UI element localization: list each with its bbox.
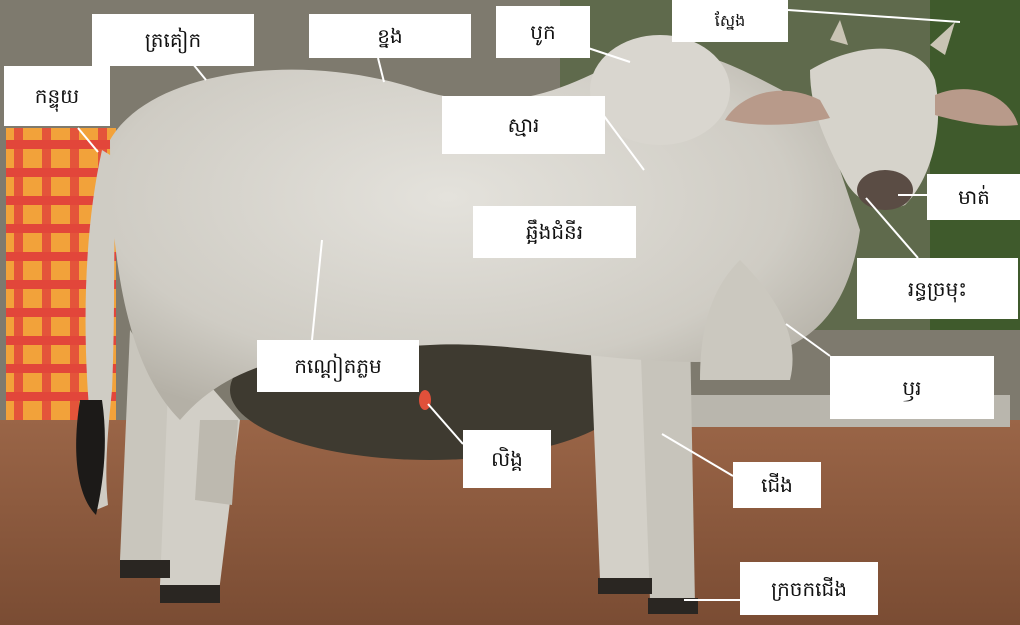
label-back: ខ្នង: [309, 14, 471, 58]
label-eye: មាត់: [927, 174, 1020, 220]
label-hump: បូក: [496, 6, 590, 58]
label-genital: លិង្គ: [463, 430, 551, 488]
label-dewlap: ឫរ: [830, 356, 994, 419]
label-flank: កណ្តៀតភ្លម: [257, 340, 419, 392]
label-tail: កន្ទុយ: [4, 66, 110, 126]
label-ribs: ឆ្អឹងជំនីរ: [473, 206, 636, 258]
label-hip: ត្រគៀក: [92, 14, 254, 66]
label-hoof: ក្រចកជើង: [740, 562, 878, 615]
label-leg: ជើង: [733, 462, 821, 508]
label-horn: ស្នែង: [672, 0, 788, 42]
label-shoulder: ស្មារ: [442, 96, 605, 154]
label-nose: រន្ធច្រមុះ: [857, 258, 1018, 319]
